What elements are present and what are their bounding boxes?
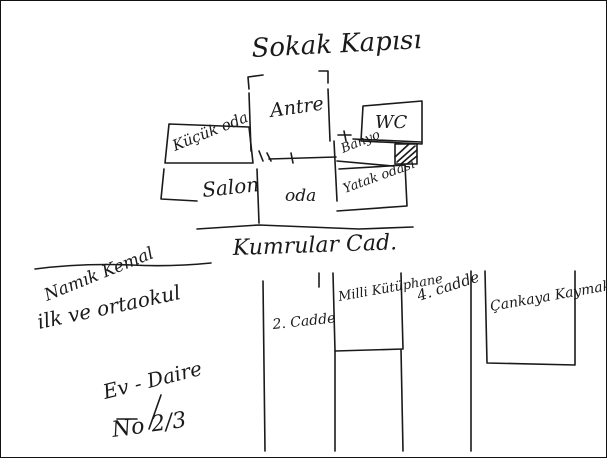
banyo-wall [333, 140, 338, 202]
wc-label: WC [375, 112, 408, 133]
antre-top-left-corner [247, 74, 264, 90]
antre-right-wall [327, 88, 331, 142]
antre-label: Antre [267, 93, 325, 123]
wc-inner-line [352, 138, 422, 143]
ikinci-cadde-label: 2. Cadde [271, 310, 336, 333]
house-bottom-wall [196, 224, 414, 230]
cankaya-box [484, 270, 576, 366]
yatak-odasi-box [336, 164, 408, 212]
antre-top-right-corner [318, 70, 329, 84]
hall-line [268, 156, 337, 160]
milli-kutuphane-box [332, 272, 404, 352]
title-label: Sokak Kapısı [251, 25, 423, 64]
salon-oda-wall [256, 168, 260, 224]
cadde-vertical-4 [400, 348, 404, 452]
banyo-hatch [394, 143, 418, 165]
salon-bracket [160, 168, 198, 202]
door-mark-right [290, 152, 294, 164]
kucuk-oda-label: Küçük oda [169, 108, 251, 155]
banyo-door [337, 130, 352, 142]
banyo-bottom [336, 160, 394, 167]
daire-slash [148, 394, 162, 430]
salon-label: Salon [201, 172, 260, 202]
wc-box [360, 100, 423, 145]
kumrular-label: Kumrular Cad. [231, 230, 397, 261]
daire-label-2: No 2/3 [109, 408, 188, 443]
kucuk-oda-box [164, 123, 254, 164]
oda-label: oda [285, 186, 316, 206]
cadde-vertical-1 [262, 280, 266, 452]
door-mark-left [258, 150, 272, 162]
left-wavy-stroke [34, 262, 212, 270]
daire-label-1: Ev - Daire [99, 356, 204, 404]
cankaya-label: Çankaya Kaymakamlık [489, 271, 607, 315]
